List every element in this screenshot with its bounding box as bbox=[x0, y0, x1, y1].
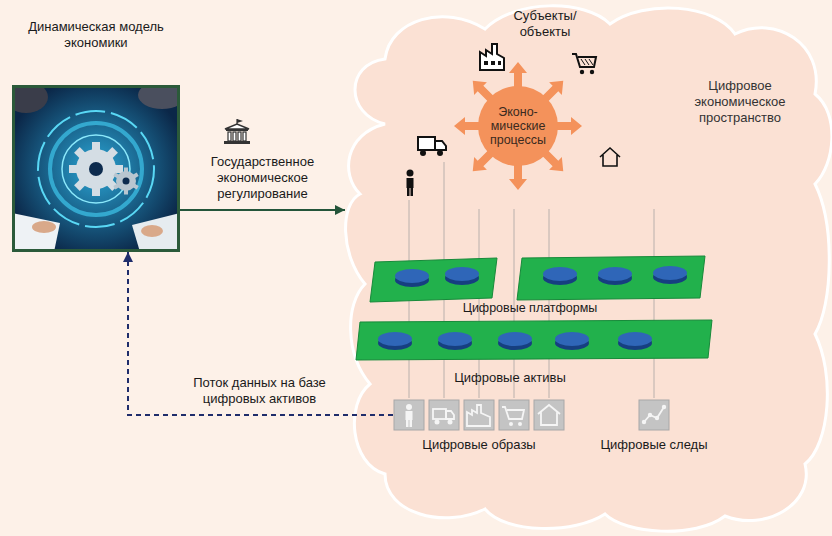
government-building-icon bbox=[222, 118, 252, 146]
text-holder: Поток данных на базе цифровых активов bbox=[162, 375, 357, 407]
process-star: Эконо- мические процессы bbox=[438, 46, 598, 206]
truck-icon bbox=[418, 137, 446, 156]
platform-bands bbox=[356, 256, 712, 360]
model-box: Динамическая модель экономики bbox=[12, 85, 180, 252]
regulation-arrow bbox=[180, 209, 345, 211]
text-holder: Цифровое экономическое пространство bbox=[673, 78, 807, 126]
icon-row: Цифровые образы bbox=[393, 398, 565, 432]
house-icon bbox=[600, 148, 620, 166]
digital-trace-icon bbox=[637, 398, 671, 432]
text-holder: Цифровые следы bbox=[587, 437, 721, 453]
process-label: Эконо- мические процессы bbox=[480, 105, 556, 147]
model-illustration bbox=[12, 85, 180, 252]
group-label: Субъекты/ объекты bbox=[505, 8, 585, 40]
layer-label: Цифровые активы bbox=[440, 370, 580, 386]
edge-label: Государственное экономическое регулирова… bbox=[188, 154, 337, 202]
cloud-region: Цифровое экономическое пространство Экон… bbox=[345, 4, 830, 532]
text-holder: Субъекты/ объекты bbox=[505, 8, 585, 40]
text-holder: Государственное экономическое регулирова… bbox=[188, 154, 337, 202]
text-holder: Цифровые платформы bbox=[450, 301, 610, 315]
digital-image-icons bbox=[393, 398, 565, 432]
model-heading: Динамическая модель экономики bbox=[12, 19, 180, 51]
region-title: Цифровое экономическое пространство bbox=[673, 78, 807, 126]
text-holder: Цифровые образы bbox=[383, 437, 575, 453]
icon-row-label: Цифровые образы bbox=[383, 437, 575, 453]
cloud-outline bbox=[346, 6, 832, 531]
cart-icon bbox=[572, 54, 596, 74]
text-holder: Динамическая модель экономики bbox=[12, 19, 180, 51]
text-holder: Эконо- мические процессы bbox=[480, 105, 556, 147]
layer-label: Цифровые платформы bbox=[450, 301, 610, 315]
edge-label: Поток данных на базе цифровых активов bbox=[162, 375, 357, 407]
platform-disks bbox=[378, 266, 687, 350]
factory-icon bbox=[480, 44, 504, 70]
trace-label: Цифровые следы bbox=[587, 437, 721, 453]
person-icon bbox=[407, 170, 414, 197]
trace-icon: Цифровые следы bbox=[637, 398, 671, 432]
text-holder: Цифровые активы bbox=[440, 370, 580, 386]
